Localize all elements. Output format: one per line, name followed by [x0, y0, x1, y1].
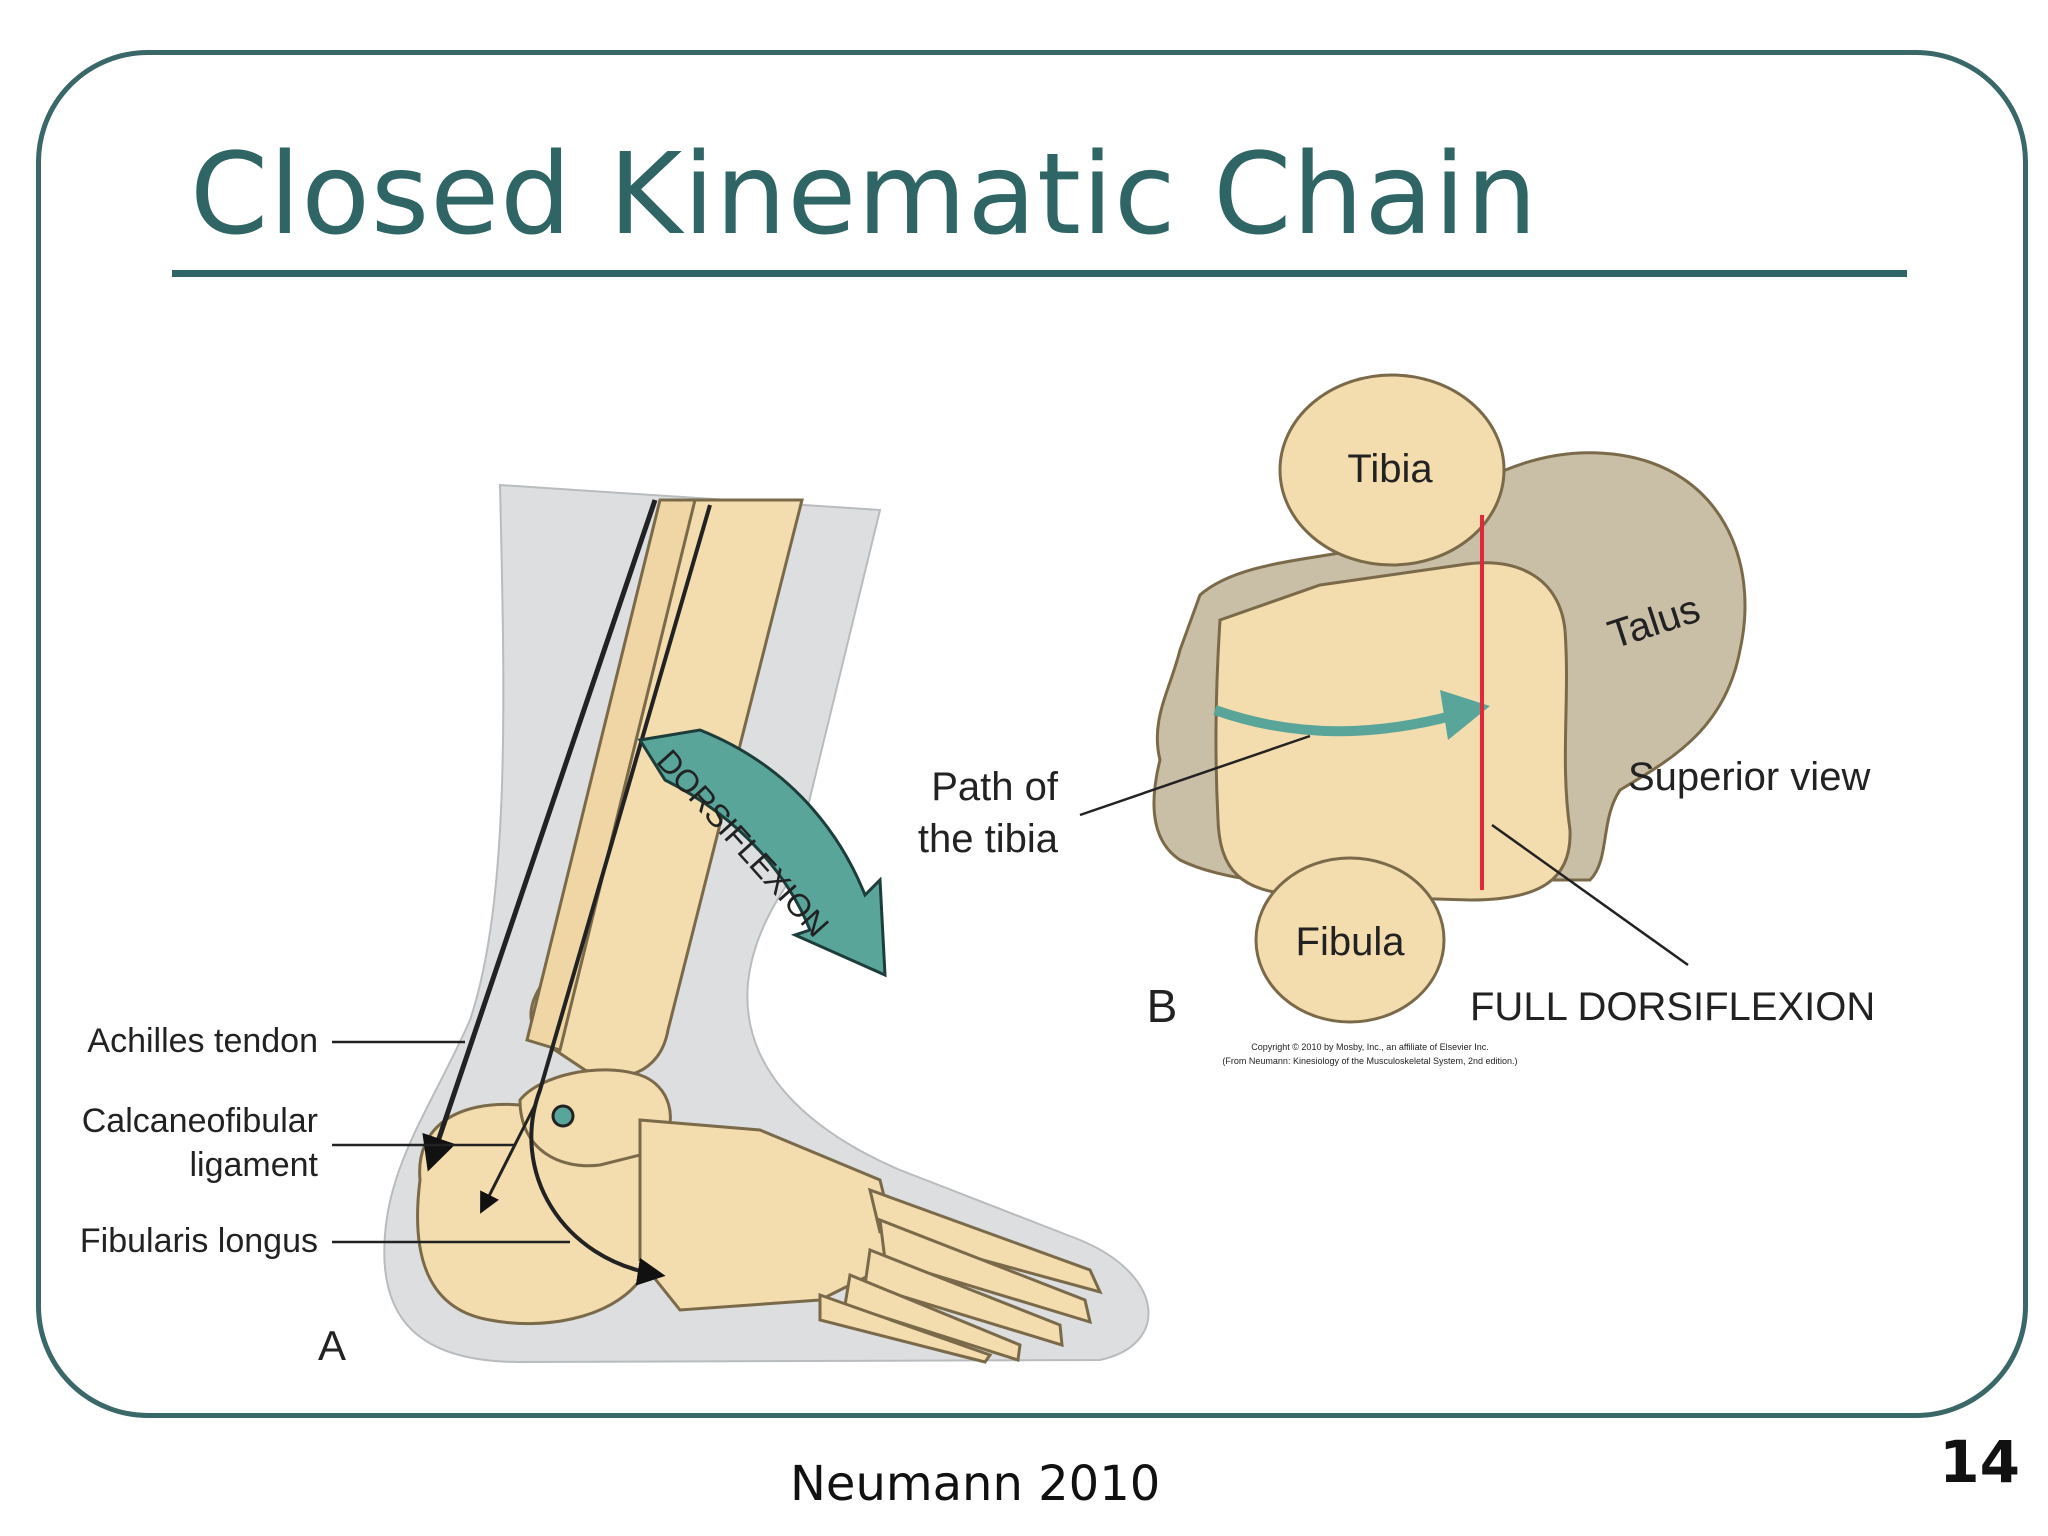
slide-number: 14 [1939, 1428, 2020, 1496]
fibula-section [1254, 856, 1446, 1024]
slide-title: Closed Kinematic Chain [190, 130, 1539, 260]
fibularis-longus-label: Fibularis longus [80, 1222, 318, 1260]
path-arrowhead [1440, 690, 1490, 740]
calcaneofibular-label-line1: Calcaneofibular [82, 1102, 318, 1140]
dorsiflexion-arrow-icon [637, 728, 887, 978]
figure-b-superior-view: Tibia Talus Fibula Path of the tibia Sup… [918, 373, 1875, 1066]
ligament-line [480, 1104, 537, 1214]
tibia-label: Tibia [1347, 447, 1433, 491]
achilles-tendon-line [422, 499, 658, 1172]
panel-a-label: A [318, 1322, 346, 1369]
metatarsal-bones [818, 1187, 1103, 1364]
path-of-tibia-label-line1: Path of [931, 765, 1059, 809]
full-dorsiflexion-leader [1491, 823, 1689, 967]
fibula-label: Fibula [1296, 920, 1406, 964]
calcaneofibular-label-line2: ligament [189, 1146, 318, 1184]
path-arrow-icon [1213, 705, 1457, 737]
achilles-tendon-label: Achilles tendon [87, 1022, 318, 1060]
talus-bone [518, 1068, 672, 1168]
axis-dot [551, 1104, 575, 1128]
full-dorsiflexion-label: FULL DORSIFLEXION [1470, 985, 1875, 1029]
title-underline [172, 270, 1907, 277]
tibia-section [1278, 373, 1506, 567]
fibula-bone [525, 498, 697, 1052]
panel-b-label: B [1147, 980, 1178, 1032]
path-leader [1079, 734, 1311, 817]
citation-footer: Neumann 2010 [790, 1456, 1161, 1512]
slide-frame [36, 50, 2028, 1418]
path-of-tibia-label-line2: the tibia [918, 817, 1059, 861]
copyright-line-1: Copyright © 2010 by Mosby, Inc., an affi… [1251, 1042, 1488, 1052]
fibularis-longus-line [529, 504, 712, 1286]
copyright-line-2: (From Neumann: Kinesiology of the Muscul… [1222, 1056, 1517, 1066]
figure-a-lateral-ankle: DORSIFLEXION Achilles tendon Calcaneofib… [80, 483, 1150, 1369]
superior-view-label: Superior view [1628, 755, 1870, 799]
